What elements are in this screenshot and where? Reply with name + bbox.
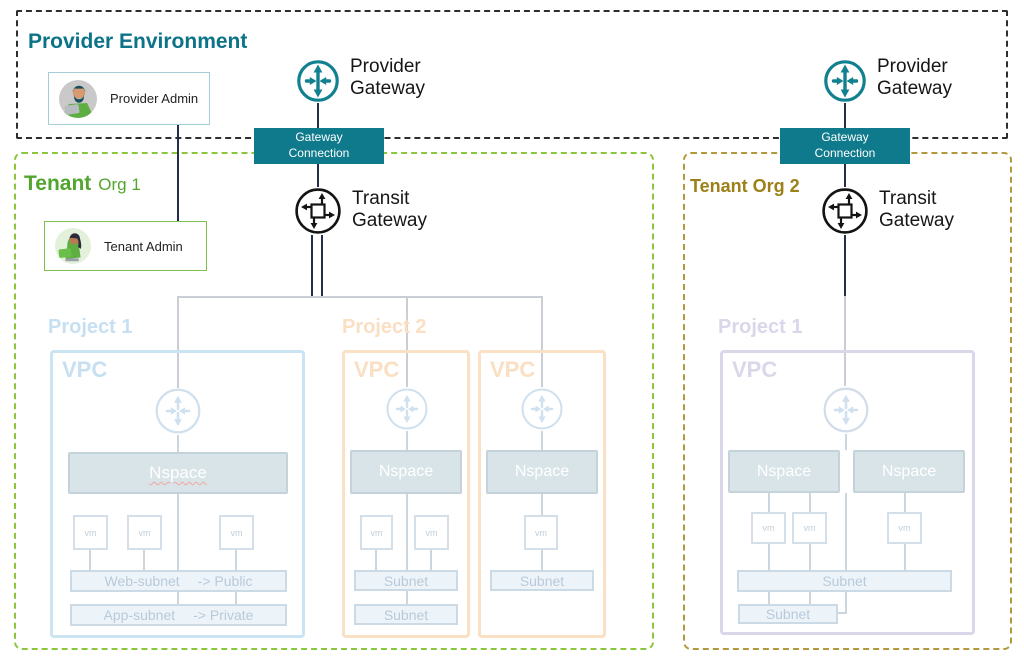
provider-environment-title: Provider Environment xyxy=(28,30,248,53)
provider-gateway-label: Provider Gateway xyxy=(350,56,425,100)
gateway-connection-box: Gateway Connection xyxy=(780,128,910,164)
connector-line xyxy=(177,592,179,604)
connector-line xyxy=(177,435,179,452)
connector-line xyxy=(317,103,319,128)
vm-box: vm xyxy=(360,515,393,550)
namespace-box: Nspace xyxy=(486,450,598,494)
subnet-bar: Subnet xyxy=(738,604,838,624)
vm-box: vm xyxy=(414,515,449,550)
vm-box: vm xyxy=(127,515,162,550)
transit-gateway-label: Transit Gateway xyxy=(352,188,427,232)
provider-gateway-icon xyxy=(823,59,867,103)
connector-line xyxy=(177,296,543,298)
provider-gateway-icon xyxy=(296,59,340,103)
connector-line xyxy=(541,298,543,387)
tenant-admin-card: Tenant Admin xyxy=(44,221,207,271)
vm-box: vm xyxy=(524,515,558,550)
provider-admin-card: Provider Admin xyxy=(48,72,210,125)
vm-box: vm xyxy=(887,512,922,544)
tenant-org-2-title: Tenant Org 2 xyxy=(690,176,800,196)
subnet-bar: Subnet xyxy=(490,570,594,591)
transit-gateway-icon xyxy=(294,187,342,235)
vm-box: vm xyxy=(751,512,786,544)
transit-gateway-label: Transit Gateway xyxy=(879,188,954,232)
connector-line xyxy=(143,550,145,570)
connector-line xyxy=(375,550,377,570)
connector-line xyxy=(768,493,770,512)
vpc-label: VPC xyxy=(490,357,536,382)
provider-gateway-label: Provider Gateway xyxy=(877,56,952,100)
connector-line xyxy=(844,296,846,386)
vpc-box: VPC xyxy=(50,350,305,638)
connector-line xyxy=(321,235,323,297)
subnet-bar: App-subnet -> Private xyxy=(70,604,287,626)
connector-line xyxy=(177,494,179,570)
connector-line xyxy=(541,494,543,515)
subnet-bar: Subnet xyxy=(737,570,952,592)
connector-line xyxy=(838,612,847,614)
gateway-connection-box: Gateway Connection xyxy=(254,128,384,164)
connector-line xyxy=(406,298,408,387)
subnet-bar: Subnet xyxy=(354,604,458,625)
connector-line xyxy=(89,550,91,570)
tenant-org-1-title: Tenant Org 1 xyxy=(24,172,141,195)
connector-line xyxy=(845,434,847,450)
provider-environment-box xyxy=(16,10,1008,139)
transit-gateway-icon xyxy=(821,187,869,235)
provider-admin-avatar xyxy=(58,79,98,119)
connector-line xyxy=(311,235,313,297)
subnet-bar: Subnet xyxy=(354,570,458,591)
connector-line xyxy=(809,493,811,512)
vm-box: vm xyxy=(73,515,108,550)
provider-admin-label: Provider Admin xyxy=(110,91,199,106)
connector-line xyxy=(809,544,811,570)
namespace-box: Nspace xyxy=(350,450,462,494)
connector-line xyxy=(768,592,770,604)
project-label: Project 1 xyxy=(718,316,803,338)
namespace-box: Nspace xyxy=(68,452,288,494)
project-label: Project 1 xyxy=(48,316,133,338)
tenant-admin-label: Tenant Admin xyxy=(104,238,183,254)
vm-box: vm xyxy=(792,512,827,544)
connector-line xyxy=(844,164,846,187)
tenant-admin-avatar xyxy=(54,227,92,265)
vpc-router-icon xyxy=(520,387,564,431)
project-label: Project 2 xyxy=(342,316,427,338)
vpc-label: VPC xyxy=(62,357,108,382)
vpc-box: VPC xyxy=(342,350,470,638)
connector-line xyxy=(406,431,408,450)
connector-line xyxy=(430,550,432,570)
connector-line xyxy=(177,125,179,221)
vm-box: vm xyxy=(219,515,254,550)
namespace-box: Nspace xyxy=(853,450,965,493)
connector-line xyxy=(844,103,846,128)
connector-line xyxy=(235,550,237,570)
vpc-label: VPC xyxy=(354,357,400,382)
namespace-box: Nspace xyxy=(728,450,840,493)
connector-line xyxy=(768,544,770,570)
vpc-box: VPC xyxy=(478,350,606,638)
connector-line xyxy=(845,493,847,570)
connector-line xyxy=(177,298,179,388)
vpc-router-icon xyxy=(154,387,202,435)
vpc-box: VPC xyxy=(720,350,975,635)
subnet-bar: Web-subnet -> Public xyxy=(70,570,287,592)
connector-line xyxy=(317,164,319,187)
connector-line xyxy=(541,431,543,450)
connector-line xyxy=(809,592,811,604)
connector-line xyxy=(541,550,543,570)
connector-line xyxy=(406,494,408,570)
connector-line xyxy=(845,592,847,614)
vpc-label: VPC xyxy=(732,357,778,382)
connector-line xyxy=(904,493,906,512)
vpc-router-icon xyxy=(385,387,429,431)
connector-line xyxy=(406,591,408,604)
vpc-router-icon xyxy=(822,386,870,434)
connector-line xyxy=(235,592,237,604)
connector-line xyxy=(904,544,906,570)
connector-line xyxy=(844,235,846,296)
